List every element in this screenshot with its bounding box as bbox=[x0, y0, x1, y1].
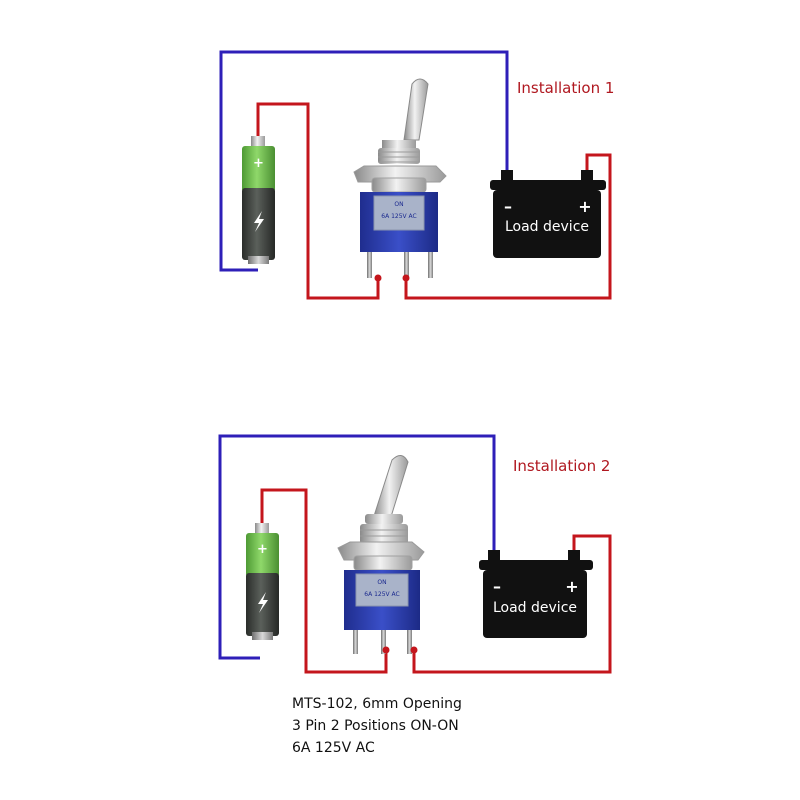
load-device-label: Load device bbox=[505, 219, 589, 235]
load-device: – + Load device bbox=[479, 550, 593, 638]
lightning-icon bbox=[254, 211, 264, 232]
load-device-label: Load device bbox=[493, 600, 577, 616]
switch-print-on: ON bbox=[377, 579, 386, 586]
installation-1-label: Installation 1 bbox=[517, 79, 614, 97]
installation-1: + ON 6A 125V AC bbox=[219, 50, 614, 300]
spec-line: MTS-102, 6mm Opening bbox=[292, 696, 462, 712]
spec-line: 3 Pin 2 Positions ON-ON bbox=[292, 718, 459, 734]
switch-print-rating: 6A 125V AC bbox=[381, 213, 416, 220]
installation-2-label: Installation 2 bbox=[513, 457, 610, 475]
battery-plus-sign: + bbox=[253, 156, 264, 171]
load-plus-sign: + bbox=[565, 577, 578, 596]
red-wire bbox=[412, 534, 612, 674]
switch-print-rating: 6A 125V AC bbox=[364, 591, 399, 598]
switch-specs: MTS-102, 6mm Opening 3 Pin 2 Positions O… bbox=[292, 693, 462, 759]
toggle-switch: ON 6A 125V AC bbox=[353, 78, 447, 282]
load-minus-sign: – bbox=[504, 197, 512, 216]
red-wire bbox=[260, 488, 388, 674]
switch-print-on: ON bbox=[394, 201, 403, 208]
toggle-switch: ON 6A 125V AC bbox=[337, 455, 425, 654]
load-plus-sign: + bbox=[578, 197, 591, 216]
lightning-icon bbox=[258, 592, 268, 613]
spec-line: 6A 125V AC bbox=[292, 740, 375, 756]
red-wire bbox=[404, 153, 612, 300]
battery-plus-sign: + bbox=[257, 542, 268, 557]
load-minus-sign: – bbox=[493, 577, 501, 596]
load-device: – + Load device bbox=[490, 170, 606, 258]
blue-wire bbox=[219, 50, 509, 272]
red-wire bbox=[256, 102, 380, 300]
battery: + bbox=[242, 136, 275, 264]
blue-wire bbox=[218, 434, 496, 660]
battery: + bbox=[246, 523, 279, 640]
installation-2: + ON 6A 125V AC bbox=[218, 434, 612, 674]
